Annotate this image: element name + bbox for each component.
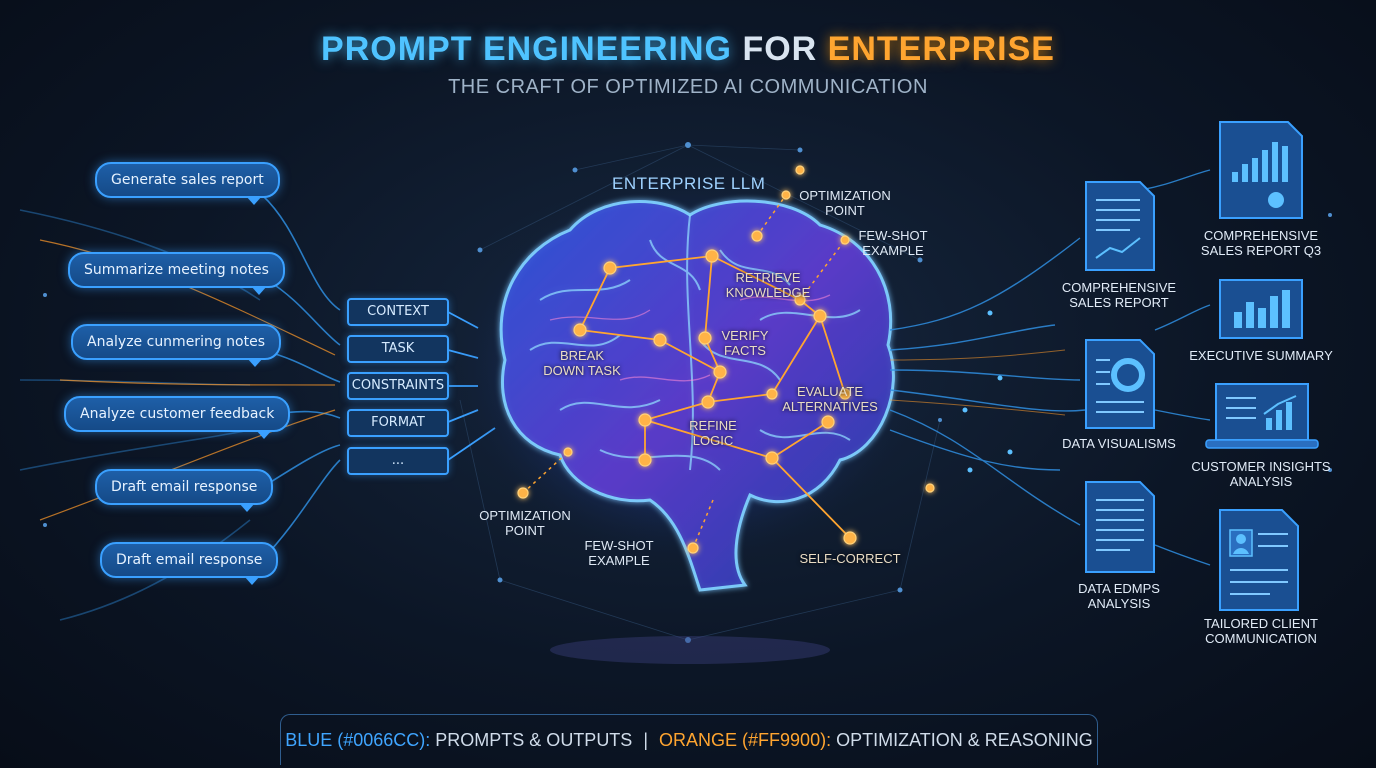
step-refine-logic: REFINE LOGIC: [689, 418, 737, 448]
prompt-bubble: Generate sales report: [95, 162, 280, 205]
optimization-point-top: OPTIMIZATION POINT: [799, 188, 891, 218]
background-dots: [43, 142, 1332, 643]
legend-separator: |: [643, 730, 649, 750]
output-icon-executive-summary: [1219, 279, 1303, 339]
output-label-executive-summary: EXECUTIVE SUMMARY: [1189, 348, 1333, 363]
output-flow-dots: [962, 310, 1013, 473]
output-label-sales-report: COMPREHENSIVE SALES REPORT: [1061, 280, 1177, 310]
page-title: PROMPT ENGINEERING FOR ENTERPRISE: [0, 30, 1376, 69]
prompt-bubble: Draft email response: [95, 469, 274, 512]
output-flow-lines: [889, 169, 1211, 566]
page-subtitle: THE CRAFT OF OPTIMIZED AI COMMUNICATION: [448, 76, 928, 98]
optimization-links: [522, 194, 846, 549]
legend-blue-key: BLUE (#0066CC):: [285, 730, 431, 750]
output-label-customer-insights: CUSTOMER INSIGHTS ANALYSIS: [1191, 459, 1331, 489]
output-icon-data-visualisms: [1085, 339, 1155, 429]
structure-constraints: CONSTRAINTS: [347, 372, 449, 400]
legend-blue-text: PROMPTS & OUTPUTS: [435, 730, 633, 750]
output-icon-customer-insights: [1205, 383, 1319, 449]
output-optimization-lines: [889, 349, 1066, 416]
structure-more: ...: [347, 447, 449, 475]
brain-shadow: [550, 636, 830, 664]
output-icon-client-communication: [1219, 509, 1299, 611]
step-self-correct: SELF-CORRECT: [799, 551, 901, 566]
output-label-data-analysis: DATA EDMPS ANALYSIS: [1078, 581, 1160, 611]
output-icon-data-analysis: [1085, 481, 1155, 573]
structure-format: FORMAT: [347, 409, 449, 437]
prompt-bubble: Analyze cunmering notes: [71, 324, 282, 367]
legend-orange-key: ORANGE (#FF9900):: [659, 730, 832, 750]
reasoning-nodes: [517, 165, 935, 554]
llm-label: ENTERPRISE LLM: [612, 174, 766, 193]
few-shot-example-bottom: FEW-SHOT EXAMPLE: [584, 538, 654, 568]
title-part-3: ENTERPRISE: [827, 30, 1055, 68]
step-evaluate-alternatives: EVALUATE ALTERNATIVES: [782, 384, 878, 414]
prompt-bubble: Analyze customer feedback: [64, 396, 291, 439]
title-part-2: FOR: [742, 30, 818, 68]
output-icon-sales-report-q3: [1219, 121, 1303, 219]
legend-orange-text: OPTIMIZATION & REASONING: [836, 730, 1093, 750]
prompt-bubble: Draft email response: [100, 542, 279, 585]
legend: BLUE (#0066CC): PROMPTS & OUTPUTS | ORAN…: [280, 714, 1098, 765]
output-label-client-communication: TAILORED CLIENT COMMUNICATION: [1204, 616, 1318, 646]
structure-context: CONTEXT: [347, 298, 449, 326]
step-break-down-task: BREAK DOWN TASK: [543, 348, 621, 378]
few-shot-example-top: FEW-SHOT EXAMPLE: [858, 228, 928, 258]
structure-task: TASK: [347, 335, 449, 363]
step-verify-facts: VERIFY FACTS: [721, 328, 769, 358]
output-label-sales-report-q3: COMPREHENSIVE SALES REPORT Q3: [1200, 228, 1322, 258]
prompt-bubble: Summarize meeting notes: [68, 252, 285, 295]
title-part-1: PROMPT ENGINEERING: [321, 30, 732, 68]
output-label-data-visualisms: DATA VISUALISMS: [1062, 436, 1176, 451]
step-retrieve-knowledge: RETRIEVE KNOWLEDGE: [725, 270, 811, 300]
output-icon-sales-report: [1085, 181, 1155, 271]
optimization-point-bottom: OPTIMIZATION POINT: [479, 508, 571, 538]
